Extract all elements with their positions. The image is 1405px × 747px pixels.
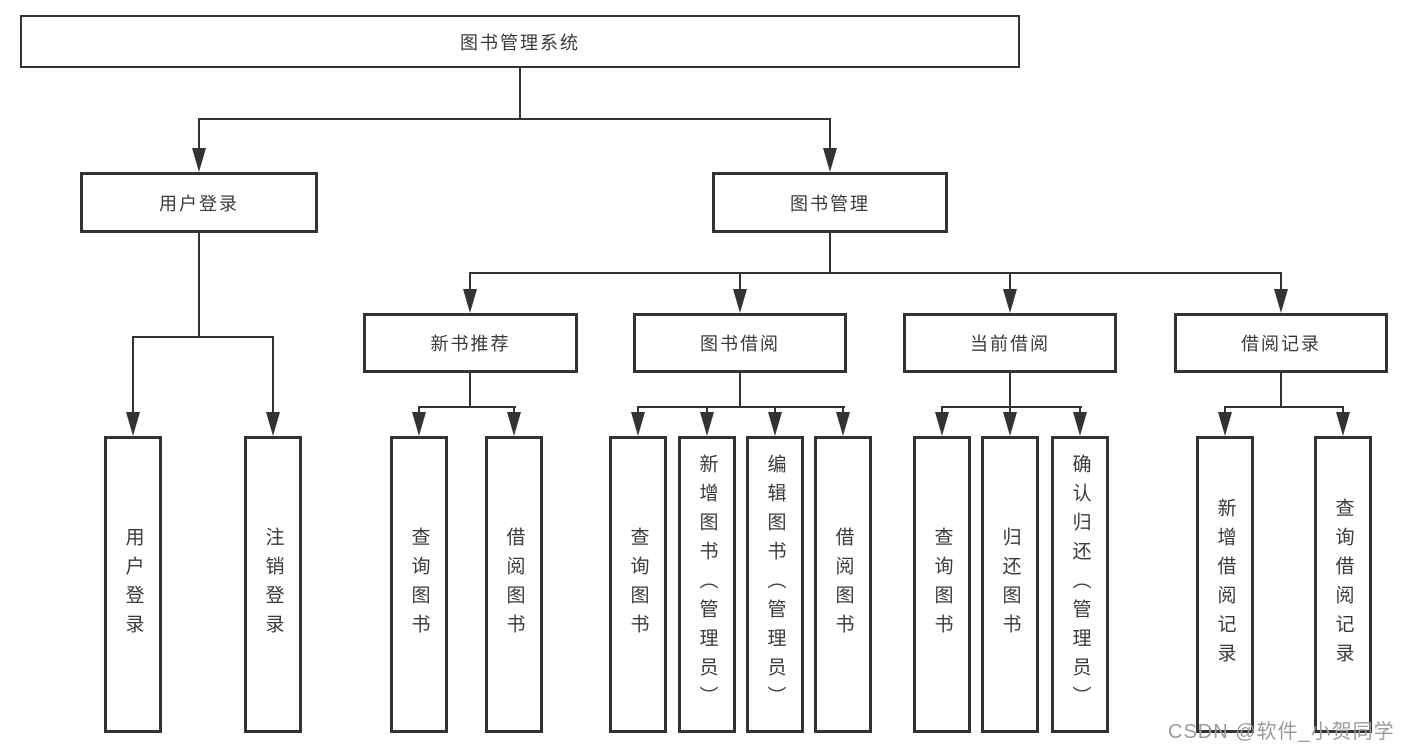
connector-line bbox=[706, 406, 708, 415]
leaf-borrow-books-recommend: 借阅图书 bbox=[485, 436, 543, 733]
arrowhead-down-icon bbox=[1336, 412, 1350, 436]
connector-line bbox=[1342, 406, 1344, 415]
node-user-login: 用户登录 bbox=[80, 172, 318, 233]
node-current-borrow: 当前借阅 bbox=[903, 313, 1117, 373]
leaf-label: 查询图书 bbox=[408, 526, 430, 643]
connector-line bbox=[637, 406, 845, 408]
leaf-label: 编辑图书（管理员） bbox=[764, 454, 786, 715]
leaf-query-books-current: 查询图书 bbox=[913, 436, 971, 733]
arrowhead-down-icon bbox=[463, 289, 477, 313]
leaf-label: 借阅图书 bbox=[832, 526, 854, 643]
arrowhead-down-icon bbox=[1218, 412, 1232, 436]
node-borrow-records: 借阅记录 bbox=[1174, 313, 1388, 373]
arrowhead-down-icon bbox=[1003, 412, 1017, 436]
connector-line bbox=[829, 118, 831, 150]
node-book-management: 图书管理 bbox=[712, 172, 948, 233]
node-label: 图书借阅 bbox=[700, 334, 780, 354]
arrowhead-down-icon bbox=[266, 412, 280, 436]
connector-line bbox=[198, 233, 200, 338]
connector-line bbox=[739, 272, 741, 291]
leaf-add-borrow-record: 新增借阅记录 bbox=[1196, 436, 1254, 733]
leaf-query-books-recommend: 查询图书 bbox=[390, 436, 448, 733]
leaf-add-book-admin: 新增图书（管理员） bbox=[678, 436, 736, 733]
leaf-query-books-borrow: 查询图书 bbox=[609, 436, 667, 733]
connector-line bbox=[739, 373, 741, 408]
connector-line bbox=[1280, 373, 1282, 408]
arrowhead-down-icon bbox=[507, 412, 521, 436]
arrowhead-down-icon bbox=[768, 412, 782, 436]
connector-line bbox=[132, 336, 134, 414]
leaf-label: 用户登录 bbox=[122, 526, 144, 643]
node-label: 当前借阅 bbox=[970, 334, 1050, 354]
arrowhead-down-icon bbox=[1274, 289, 1288, 313]
connector-line bbox=[198, 118, 200, 150]
connector-line bbox=[829, 233, 831, 274]
arrowhead-down-icon bbox=[631, 412, 645, 436]
arrowhead-down-icon bbox=[1003, 289, 1017, 313]
arrowhead-down-icon bbox=[733, 289, 747, 313]
leaf-user-login: 用户登录 bbox=[104, 436, 162, 733]
connector-line bbox=[469, 272, 1282, 274]
connector-line bbox=[941, 406, 943, 415]
leaf-confirm-return-admin: 确认归还（管理员） bbox=[1051, 436, 1109, 733]
leaf-label: 查询借阅记录 bbox=[1332, 497, 1354, 672]
arrowhead-down-icon bbox=[412, 412, 426, 436]
connector-line bbox=[469, 373, 471, 408]
arrowhead-down-icon bbox=[192, 148, 206, 172]
leaf-return-book: 归还图书 bbox=[981, 436, 1039, 733]
connector-line bbox=[132, 336, 274, 338]
connector-line bbox=[1280, 272, 1282, 291]
watermark: CSDN @软件_小贺同学 bbox=[1168, 721, 1395, 743]
leaf-label: 新增图书（管理员） bbox=[696, 454, 718, 715]
node-label: 图书管理系统 bbox=[460, 32, 580, 53]
node-library-system: 图书管理系统 bbox=[20, 15, 1020, 68]
connector-line bbox=[1009, 406, 1011, 415]
connector-line bbox=[1079, 406, 1081, 415]
arrowhead-down-icon bbox=[836, 412, 850, 436]
connector-line bbox=[418, 406, 420, 415]
leaf-label: 借阅图书 bbox=[503, 526, 525, 643]
leaf-logout: 注销登录 bbox=[244, 436, 302, 733]
connector-line bbox=[842, 406, 844, 415]
connector-line bbox=[1224, 406, 1344, 408]
leaf-label: 注销登录 bbox=[262, 526, 284, 643]
arrowhead-down-icon bbox=[823, 148, 837, 172]
node-label: 新书推荐 bbox=[430, 334, 511, 354]
connector-line bbox=[1224, 406, 1226, 415]
connector-line bbox=[272, 336, 274, 414]
node-label: 用户登录 bbox=[159, 193, 239, 214]
connector-line bbox=[469, 272, 471, 291]
connector-line bbox=[198, 118, 831, 120]
connector-line bbox=[1009, 272, 1011, 291]
connector-line bbox=[1009, 373, 1011, 408]
arrowhead-down-icon bbox=[126, 412, 140, 436]
leaf-label: 确认归还（管理员） bbox=[1069, 454, 1091, 715]
arrowhead-down-icon bbox=[1073, 412, 1087, 436]
connector-line bbox=[519, 68, 521, 119]
arrowhead-down-icon bbox=[700, 412, 714, 436]
node-new-book-recommend: 新书推荐 bbox=[363, 313, 578, 373]
connector-line bbox=[774, 406, 776, 415]
leaf-label: 查询图书 bbox=[931, 526, 953, 643]
node-book-borrow: 图书借阅 bbox=[633, 313, 847, 373]
node-label: 借阅记录 bbox=[1241, 334, 1321, 354]
arrowhead-down-icon bbox=[935, 412, 949, 436]
connector-line bbox=[637, 406, 639, 415]
leaf-label: 归还图书 bbox=[999, 526, 1021, 643]
connector-line bbox=[941, 406, 1082, 408]
leaf-borrow-books: 借阅图书 bbox=[814, 436, 872, 733]
connector-line bbox=[513, 406, 515, 415]
leaf-label: 新增借阅记录 bbox=[1214, 497, 1236, 672]
leaf-edit-book-admin: 编辑图书（管理员） bbox=[746, 436, 804, 733]
leaf-label: 查询图书 bbox=[627, 526, 649, 643]
node-label: 图书管理 bbox=[790, 193, 870, 214]
connector-line bbox=[418, 406, 516, 408]
leaf-query-borrow-record: 查询借阅记录 bbox=[1314, 436, 1372, 733]
